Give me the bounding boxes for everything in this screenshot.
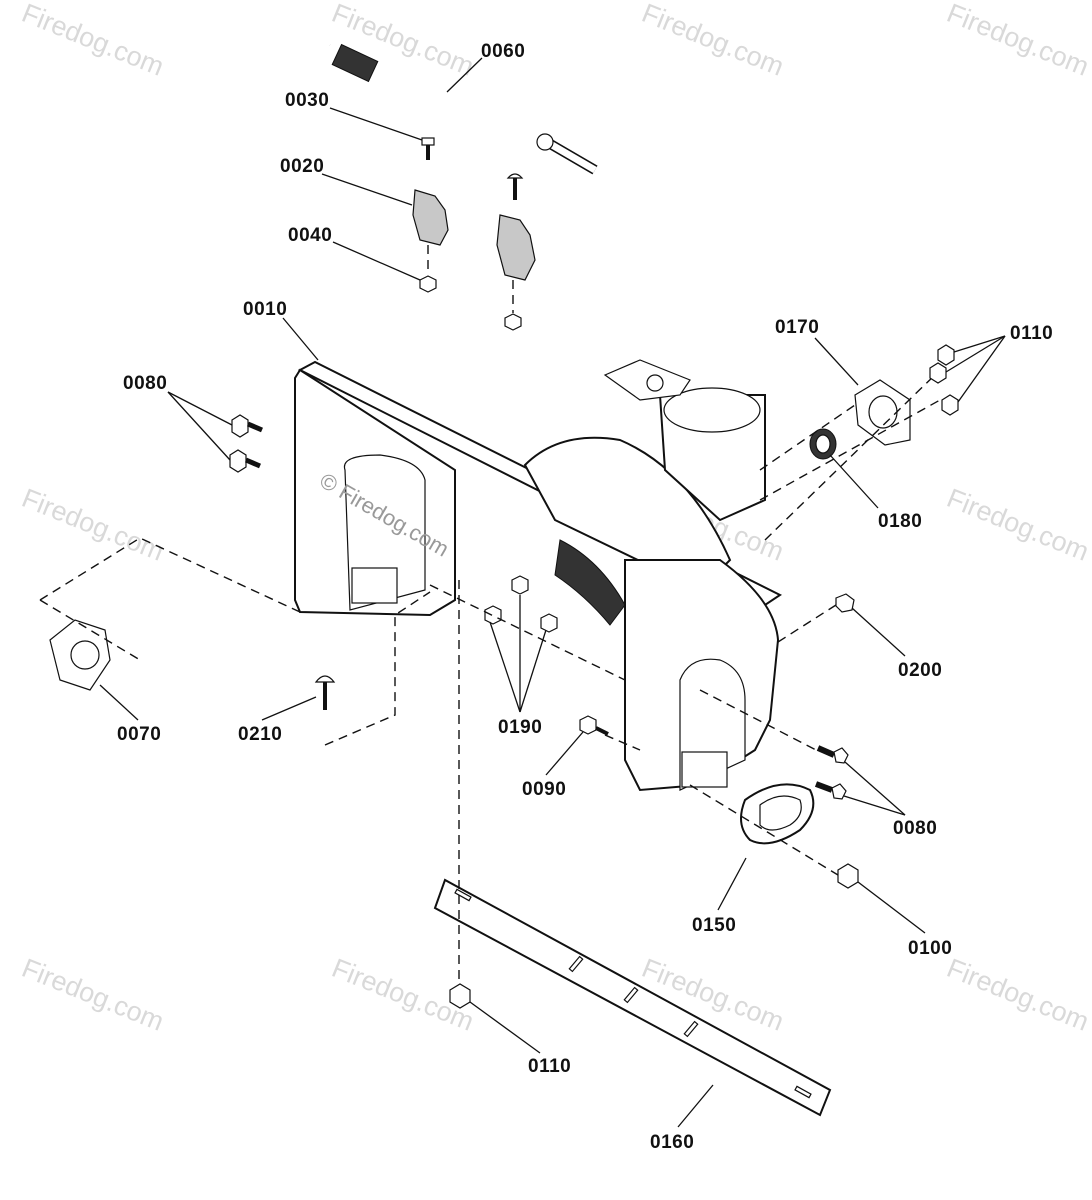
callout-0040: 0040 xyxy=(288,225,332,246)
callout-labels: 0060 0030 0020 0040 0010 0080 0170 0110 … xyxy=(117,41,1053,1153)
watermark: Firedog.com xyxy=(18,0,168,82)
callout-0200: 0200 xyxy=(898,660,942,681)
clip-icon xyxy=(412,189,536,281)
leader-lines xyxy=(99,57,1006,1128)
bolt-icon xyxy=(314,675,336,710)
nut-icon xyxy=(449,983,471,1009)
callout-0100: 0100 xyxy=(908,938,952,959)
watermark: Firedog.com xyxy=(18,953,168,1037)
callout-0060: 0060 xyxy=(481,41,525,62)
auger-housing-icon xyxy=(294,359,782,792)
cable-icon xyxy=(329,43,598,175)
bolt-icon xyxy=(814,745,849,800)
watermark: Firedog.com xyxy=(943,0,1092,82)
nut-icon xyxy=(837,863,859,889)
flange-icon xyxy=(49,619,111,691)
watermark: Firedog.com xyxy=(18,483,168,567)
callout-0190: 0190 xyxy=(498,717,542,738)
callout-0180: 0180 xyxy=(878,511,922,532)
callout-0080-left: 0080 xyxy=(123,373,167,394)
callout-0070: 0070 xyxy=(117,724,161,745)
callout-0010: 0010 xyxy=(243,299,287,320)
bolt-icon xyxy=(835,593,855,613)
callout-0090: 0090 xyxy=(522,779,566,800)
bolt-icon xyxy=(421,137,435,160)
bolt-icon xyxy=(579,715,609,736)
watermark: Firedog.com xyxy=(943,483,1092,567)
callout-0150: 0150 xyxy=(692,915,736,936)
watermark: Firedog.com xyxy=(638,0,788,82)
nut-icon xyxy=(929,344,959,416)
bolt-icon xyxy=(229,414,263,473)
callout-0110-bottom: 0110 xyxy=(528,1056,571,1077)
watermark: Firedog.com xyxy=(943,953,1092,1037)
callout-0170: 0170 xyxy=(775,317,819,338)
nut-icon xyxy=(419,275,522,331)
skid-shoe-icon xyxy=(740,783,815,845)
callout-0020: 0020 xyxy=(280,156,324,177)
callout-0160: 0160 xyxy=(650,1132,694,1153)
flange-icon xyxy=(854,379,911,446)
callout-0030: 0030 xyxy=(285,90,329,111)
bearing-icon xyxy=(809,428,837,460)
bolt-icon xyxy=(506,173,524,200)
callout-0110-top: 0110 xyxy=(1010,323,1053,344)
bolt-icon xyxy=(484,575,558,633)
callout-0210: 0210 xyxy=(238,724,282,745)
scraper-bar-icon xyxy=(433,878,832,1117)
callout-0080-right: 0080 xyxy=(893,818,937,839)
